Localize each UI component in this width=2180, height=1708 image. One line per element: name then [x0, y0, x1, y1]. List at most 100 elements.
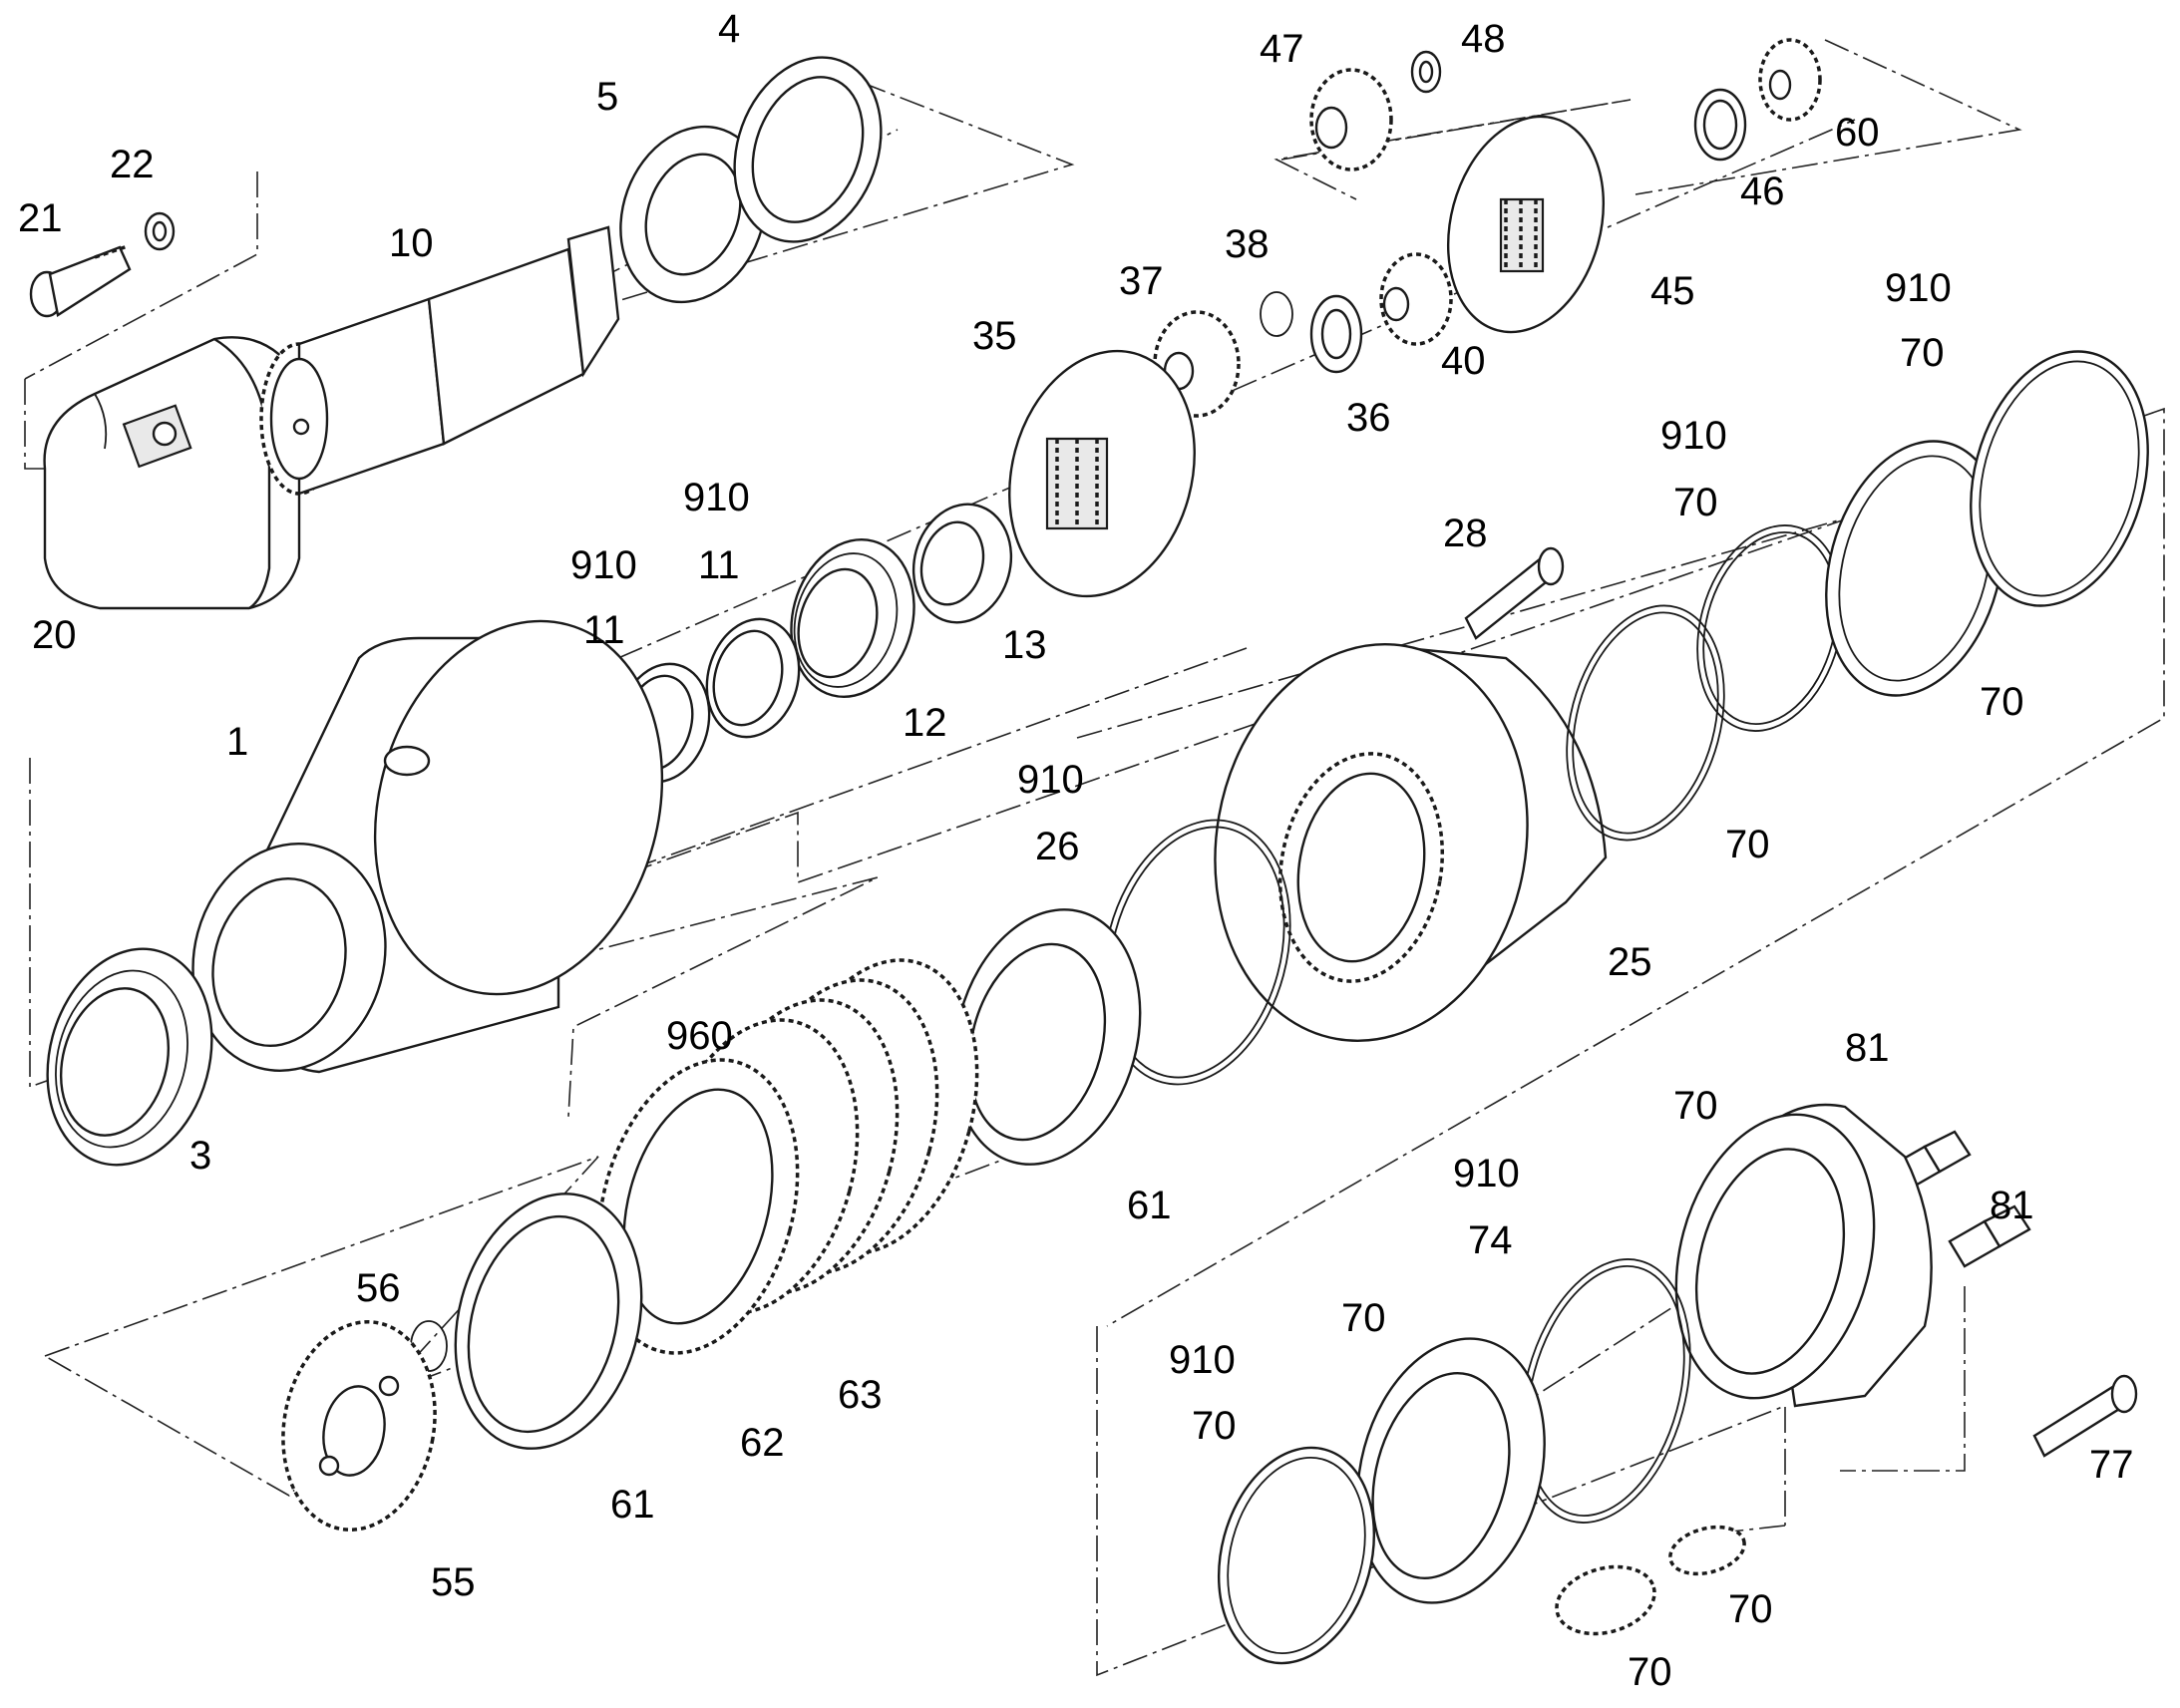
- part-70-spring-small: [1668, 1525, 1746, 1576]
- frame-housing-group: [29, 407, 2165, 1327]
- part-60-gear: [1758, 38, 1822, 122]
- callout-70-a: 70: [1900, 331, 1945, 375]
- frame-bolt77: [1840, 1286, 1966, 1472]
- callout-28: 28: [1443, 512, 1488, 555]
- part-70-piston-housing: [1674, 1103, 1933, 1408]
- part-21-bolt: [29, 244, 132, 318]
- callout-11-a: 11: [698, 543, 740, 587]
- part-48-washer: [1410, 50, 1442, 94]
- part-28-bolt: [1464, 546, 1565, 640]
- callout-48: 48: [1461, 17, 1506, 61]
- assembly-frames: [24, 39, 2165, 1677]
- callout-910-d: 910: [570, 543, 637, 587]
- part-36-washer: [1309, 294, 1363, 374]
- part-61-ring-upper: [952, 908, 1142, 1166]
- callout-22: 22: [110, 143, 155, 186]
- part-25-ring-gear: [1214, 643, 1608, 1042]
- callout-910-g: 910: [1169, 1338, 1236, 1382]
- callout-960: 960: [666, 1014, 733, 1058]
- part-46-washer: [1693, 88, 1747, 162]
- part-45-carrier: [1446, 115, 1606, 334]
- callout-62: 62: [740, 1421, 785, 1465]
- callout-55: 55: [431, 1560, 476, 1604]
- part-3-bearing: [46, 947, 213, 1167]
- part-70-snapring: [1566, 604, 1725, 842]
- part-70-ring-lower: [1217, 1446, 1376, 1665]
- part-5-seal: [619, 125, 767, 304]
- part-12-bearing: [790, 537, 915, 699]
- callout-11-b: 11: [583, 608, 625, 652]
- part-70-piston: [1356, 1337, 1546, 1604]
- frame-clutch-pack: [567, 876, 879, 1118]
- callout-5: 5: [596, 75, 618, 119]
- callout-37: 37: [1119, 259, 1164, 303]
- callout-36: 36: [1346, 396, 1391, 440]
- part-20-cover: [43, 336, 301, 610]
- callout-81-a: 81: [1845, 1026, 1890, 1070]
- callout-10: 10: [389, 221, 434, 265]
- callout-70-g: 70: [1192, 1404, 1237, 1448]
- callout-12: 12: [903, 701, 947, 745]
- callout-74: 74: [1468, 1218, 1513, 1262]
- callout-35: 35: [972, 314, 1017, 358]
- part-4-ring: [733, 56, 883, 243]
- frame-bolt-group: [24, 171, 258, 380]
- axis-main-lower: [79, 647, 1248, 1068]
- callout-60: 60: [1835, 111, 1880, 155]
- frame-gear55: [44, 1156, 599, 1498]
- callout-45: 45: [1650, 269, 1695, 313]
- callout-61-b: 61: [610, 1483, 655, 1527]
- callout-3: 3: [189, 1134, 211, 1178]
- callout-47: 47: [1260, 27, 1304, 71]
- callout-38: 38: [1225, 222, 1270, 266]
- callout-70-c: 70: [1980, 680, 2024, 724]
- part-61-ring-lower: [454, 1193, 643, 1450]
- axis-rings-right: [1076, 438, 2125, 739]
- callout-910-c: 910: [683, 476, 750, 519]
- callout-13: 13: [1002, 623, 1047, 667]
- callout-25: 25: [1608, 940, 1652, 984]
- callout-81-b: 81: [1990, 1184, 2034, 1227]
- frame-shaft-group: [24, 84, 1075, 470]
- part-1-housing: [191, 619, 664, 1074]
- part-81-fitting-b: [1948, 1204, 2031, 1268]
- callout-1: 1: [226, 720, 248, 764]
- frame-gear47: [1273, 99, 1632, 200]
- callout-21: 21: [18, 196, 63, 240]
- callout-910-b: 910: [1660, 414, 1727, 458]
- part-35-planet-carrier: [1008, 349, 1196, 598]
- part-55-gear: [281, 1320, 437, 1532]
- part-11-ring-a: [705, 617, 801, 739]
- part-70-ring-d: [1970, 350, 2149, 607]
- callout-70-d: 70: [1725, 823, 1770, 866]
- callout-46: 46: [1740, 170, 1785, 213]
- callout-40: 40: [1441, 339, 1486, 383]
- part-70-ring-c: [1825, 440, 2004, 697]
- callout-910-e: 910: [1017, 758, 1084, 802]
- callout-70-f: 70: [1341, 1296, 1386, 1340]
- callout-20: 20: [32, 613, 77, 657]
- part-40-gear: [1379, 252, 1453, 346]
- callout-70-h: 70: [1728, 1587, 1773, 1631]
- callout-26: 26: [1035, 825, 1080, 868]
- callout-70-e: 70: [1673, 1084, 1718, 1128]
- part-13-nut: [911, 503, 1013, 624]
- callout-56: 56: [356, 1266, 401, 1310]
- callout-910-f: 910: [1453, 1152, 1520, 1196]
- part-77-bolt: [2032, 1374, 2138, 1458]
- callout-63: 63: [838, 1373, 883, 1417]
- callout-61-a: 61: [1127, 1184, 1172, 1227]
- part-70-spring-large: [1555, 1564, 1656, 1636]
- callout-labels: 4 5 47 48 60 46 22 21 10 38 37 45 910 70…: [18, 7, 2134, 1694]
- part-10-shaft: [259, 225, 620, 496]
- callout-4: 4: [718, 7, 740, 51]
- callout-70-i: 70: [1628, 1650, 1672, 1694]
- callout-77: 77: [2089, 1443, 2134, 1487]
- part-74-oring: [1520, 1258, 1691, 1524]
- callout-70-b: 70: [1673, 481, 1718, 524]
- part-22-washer: [144, 211, 176, 251]
- part-960-clutch-pack: [596, 958, 979, 1355]
- callout-910-a: 910: [1885, 266, 1952, 310]
